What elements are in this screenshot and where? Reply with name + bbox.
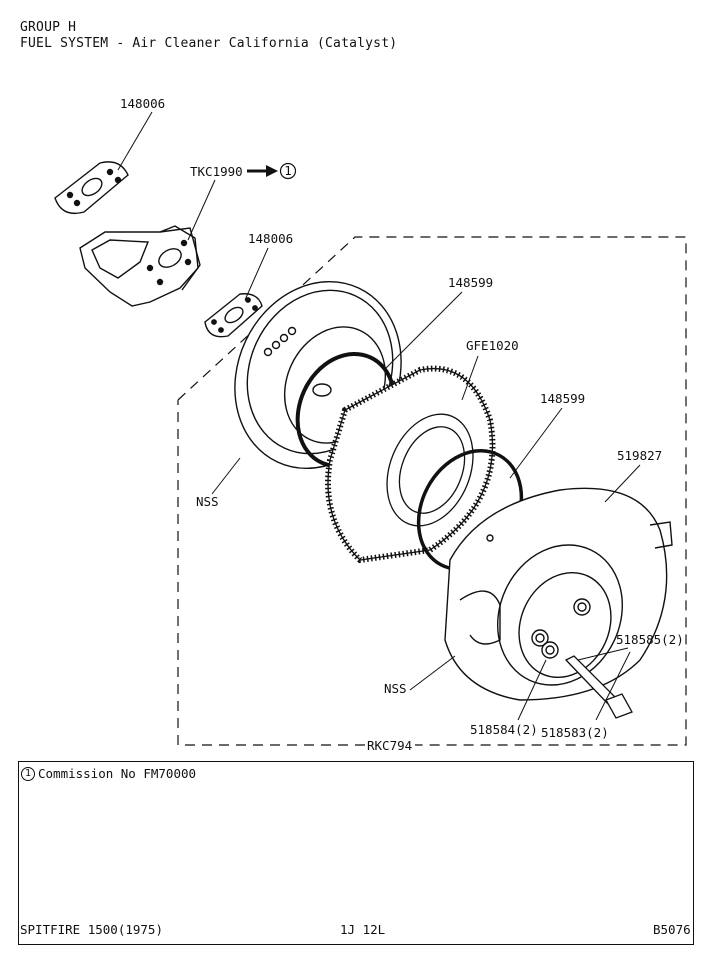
label-bracket-ref: 1 [284,163,292,178]
note-commission: 1 Commission No FM70000 [21,766,196,781]
bolt [564,655,633,719]
group-label: GROUP H [20,20,77,35]
gasket-mid [204,293,263,338]
bracket [79,225,201,307]
label-filter-element: GFE1020 [466,338,519,353]
label-seal-front: 148599 [448,275,493,290]
notes-box: 1 Commission No FM70000 [18,761,694,945]
label-washer: 518585(2) [616,632,684,647]
footer-page: 1J 12L [340,922,386,937]
footer-plate: B5076 [653,922,691,937]
page-title: FUEL SYSTEM - Air Cleaner California (Ca… [20,36,398,51]
label-housing: 519827 [617,448,662,463]
gasket-top [54,161,129,215]
filter-element [325,365,496,564]
label-housing-nss: NSS [384,681,407,696]
footer-model: SPITFIRE 1500(1975) [20,922,163,937]
note-text: Commission No FM70000 [38,766,197,781]
label-bolt: 518583(2) [541,725,609,740]
label-assembly: RKC794 [367,738,412,753]
housing [444,487,673,701]
label-seal-rear: 148599 [540,391,585,406]
label-nut: 518584(2) [470,722,538,737]
label-gasket-top: 148006 [120,96,165,111]
ref-arrow [247,162,297,180]
leader-lines [117,111,641,721]
note-ref-circle: 1 [21,766,35,781]
label-gasket-mid: 148006 [248,231,293,246]
label-bracket: TKC1990 [190,164,243,179]
label-backplate-nss: NSS [196,494,219,509]
